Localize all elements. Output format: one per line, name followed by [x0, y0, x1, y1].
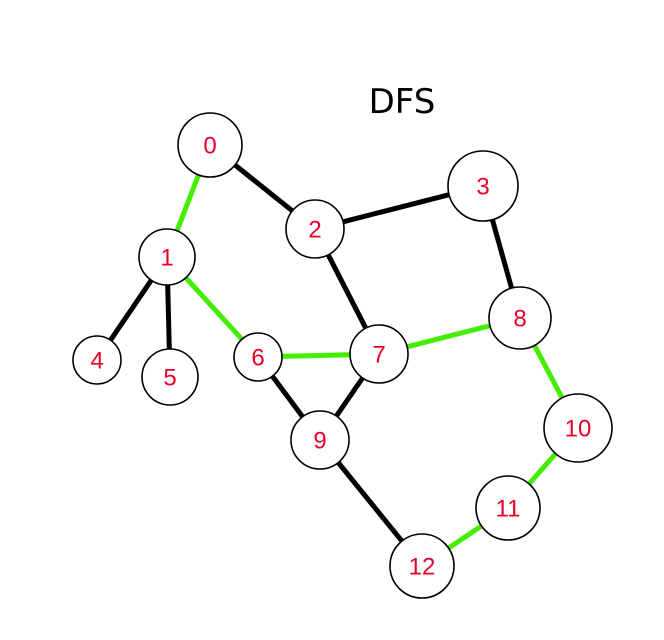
- node-label: 12: [409, 554, 436, 581]
- edge-1-6-highlighted: [183, 276, 244, 341]
- node-circle: [285, 199, 345, 259]
- node-circle: [543, 393, 613, 463]
- edge-1-5: [165, 284, 172, 350]
- node-label: 1: [160, 245, 173, 272]
- node-circle: [233, 332, 283, 382]
- graph-node-2: 2: [285, 199, 345, 259]
- node-label: 3: [476, 174, 489, 201]
- node-circle: [447, 150, 519, 222]
- graph-node-4: 4: [72, 335, 122, 385]
- node-circle: [475, 475, 541, 541]
- node-label: 11: [496, 496, 521, 523]
- edge-11-12-highlighted: [447, 523, 483, 551]
- graph-node-5: 5: [141, 348, 199, 406]
- node-label: 10: [565, 416, 592, 443]
- node-circle: [349, 324, 409, 384]
- graph-node-7: 7: [349, 324, 409, 384]
- graph-node-0: 0: [177, 112, 243, 178]
- graph-node-3: 3: [447, 150, 519, 222]
- node-label: 0: [203, 133, 216, 160]
- edge-1-4: [108, 278, 154, 342]
- edge-0-2: [233, 163, 294, 213]
- edge-6-9: [270, 374, 305, 419]
- graph-node-12: 12: [389, 533, 455, 599]
- edge-7-8-highlighted: [406, 323, 491, 350]
- edge-7-9: [334, 376, 365, 418]
- graph-node-1: 1: [138, 228, 196, 286]
- edge-9-12: [336, 460, 404, 543]
- node-circle: [138, 228, 196, 286]
- edge-0-1-highlighted: [174, 174, 201, 232]
- graph-node-11: 11: [475, 475, 541, 541]
- edge-3-8: [489, 219, 515, 289]
- graph-node-6: 6: [233, 332, 283, 382]
- edges-layer: [108, 163, 565, 551]
- edge-6-7-highlighted: [281, 352, 351, 359]
- graph-node-9: 9: [290, 410, 350, 470]
- edge-2-7: [325, 253, 369, 330]
- edge-10-11-highlighted: [527, 451, 558, 486]
- graph-node-10: 10: [543, 393, 613, 463]
- node-circle: [177, 112, 243, 178]
- diagram-title: DFS: [369, 82, 436, 122]
- node-circle: [72, 335, 122, 385]
- node-label: 7: [372, 342, 385, 369]
- edge-2-3: [342, 192, 450, 225]
- node-circle: [389, 533, 455, 599]
- node-circle: [290, 410, 350, 470]
- node-label: 4: [90, 348, 103, 375]
- node-label: 8: [513, 306, 526, 333]
- node-label: 2: [308, 217, 321, 244]
- node-circle: [488, 286, 552, 350]
- node-circle: [141, 348, 199, 406]
- edge-8-10-highlighted: [532, 344, 565, 400]
- node-label: 9: [313, 428, 326, 455]
- node-label: 5: [163, 365, 176, 392]
- graph-node-8: 8: [488, 286, 552, 350]
- node-label: 6: [251, 345, 264, 372]
